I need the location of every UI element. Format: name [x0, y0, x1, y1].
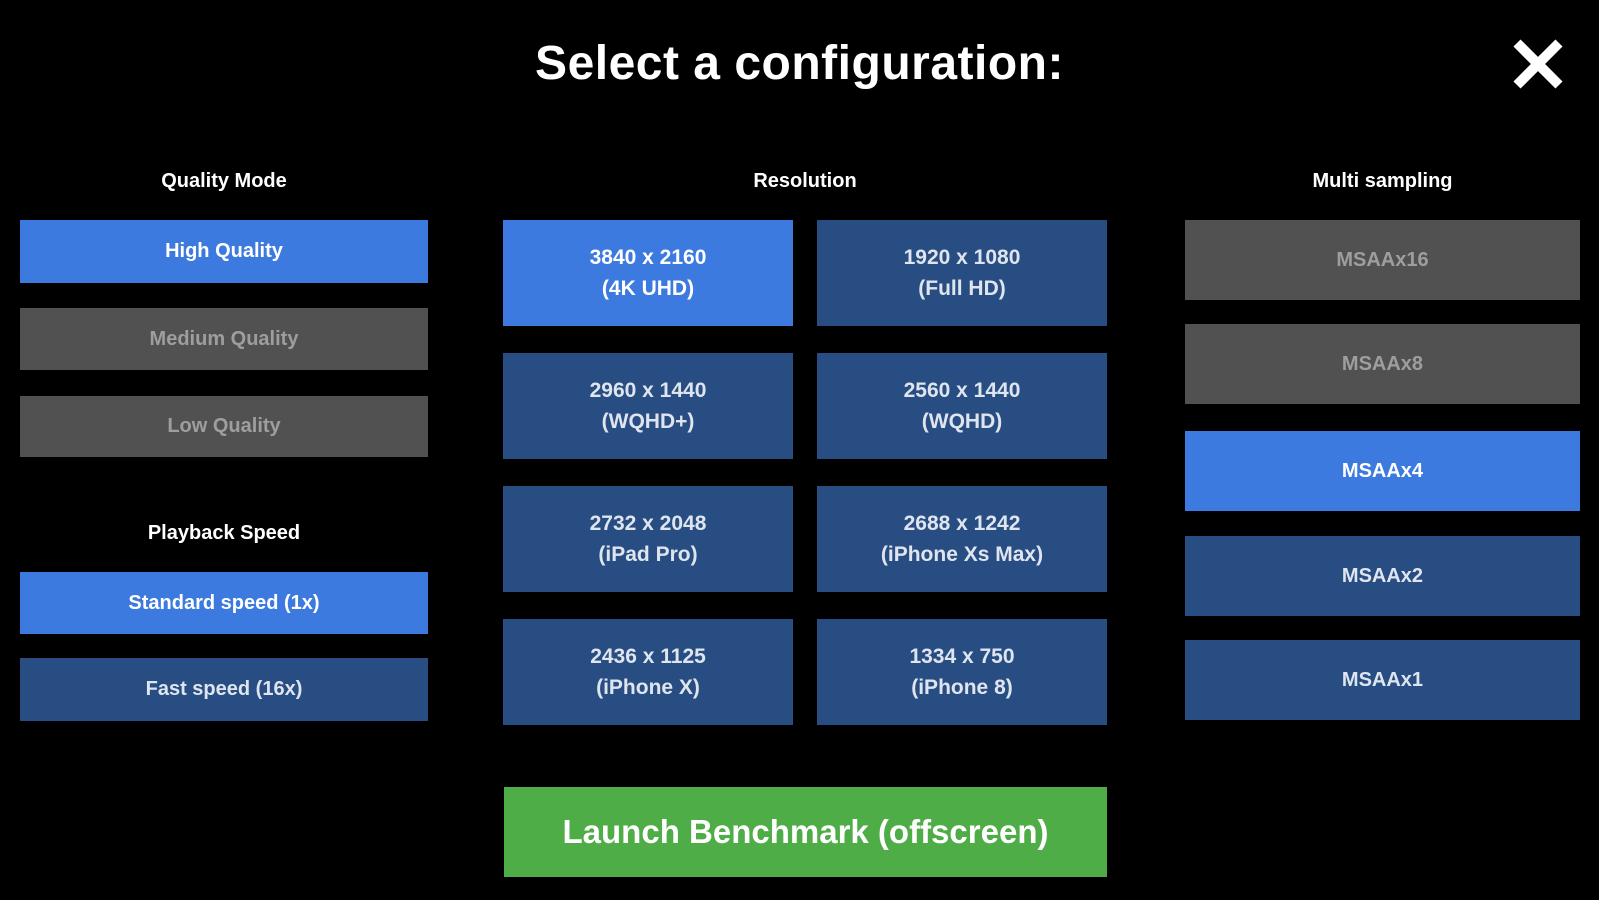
msaa-option-x1[interactable]: MSAAx1 — [1185, 640, 1580, 720]
resolution-option-2688x1242[interactable]: 2688 x 1242 (iPhone Xs Max) — [817, 486, 1107, 592]
resolution-name: (iPad Pro) — [598, 543, 698, 566]
quality-mode-header: Quality Mode — [161, 170, 287, 192]
quality-option-low: Low Quality — [20, 396, 428, 457]
resolution-size: 2732 x 2048 — [589, 512, 707, 535]
resolution-option-1334x750[interactable]: 1334 x 750 (iPhone 8) — [817, 619, 1107, 725]
playback-option-fast[interactable]: Fast speed (16x) — [20, 658, 428, 721]
resolution-name: (iPhone Xs Max) — [880, 543, 1044, 566]
resolution-size: 2436 x 1125 — [590, 645, 706, 668]
msaa-option-x2[interactable]: MSAAx2 — [1185, 536, 1580, 616]
msaa-option-x16: MSAAx16 — [1185, 220, 1580, 300]
quality-option-high[interactable]: High Quality — [20, 220, 428, 283]
multi-sampling-header: Multi sampling — [1312, 170, 1453, 192]
quality-option-medium: Medium Quality — [20, 308, 428, 370]
resolution-option-2732x2048[interactable]: 2732 x 2048 (iPad Pro) — [503, 486, 793, 592]
dialog-title: Select a configuration: — [535, 37, 1064, 90]
resolution-name: (Full HD) — [918, 277, 1006, 300]
msaa-option-x8: MSAAx8 — [1185, 324, 1580, 404]
resolution-option-1920x1080[interactable]: 1920 x 1080 (Full HD) — [817, 220, 1107, 326]
resolution-option-2960x1440[interactable]: 2960 x 1440 (WQHD+) — [503, 353, 793, 459]
resolution-size: 1334 x 750 — [909, 645, 1015, 668]
playback-option-standard[interactable]: Standard speed (1x) — [20, 572, 428, 634]
resolution-size: 3840 x 2160 — [589, 246, 707, 269]
launch-benchmark-button[interactable]: Launch Benchmark (offscreen) — [504, 787, 1107, 877]
resolution-option-2436x1125[interactable]: 2436 x 1125 (iPhone X) — [503, 619, 793, 725]
resolution-size: 2560 x 1440 — [903, 379, 1021, 402]
msaa-option-x4[interactable]: MSAAx4 — [1185, 431, 1580, 511]
resolution-name: (iPhone 8) — [911, 676, 1013, 699]
resolution-size: 2688 x 1242 — [903, 512, 1021, 535]
resolution-option-2560x1440[interactable]: 2560 x 1440 (WQHD) — [817, 353, 1107, 459]
resolution-option-3840x2160[interactable]: 3840 x 2160 (4K UHD) — [503, 220, 793, 326]
resolution-size: 2960 x 1440 — [589, 379, 707, 402]
close-icon — [1513, 39, 1563, 89]
resolution-name: (iPhone X) — [596, 676, 700, 699]
resolution-name: (WQHD) — [921, 410, 1003, 433]
resolution-name: (WQHD+) — [601, 410, 695, 433]
resolution-header: Resolution — [753, 170, 857, 192]
playback-speed-header: Playback Speed — [147, 522, 301, 544]
close-button[interactable] — [1506, 32, 1570, 96]
resolution-name: (4K UHD) — [601, 277, 695, 300]
resolution-size: 1920 x 1080 — [903, 246, 1021, 269]
